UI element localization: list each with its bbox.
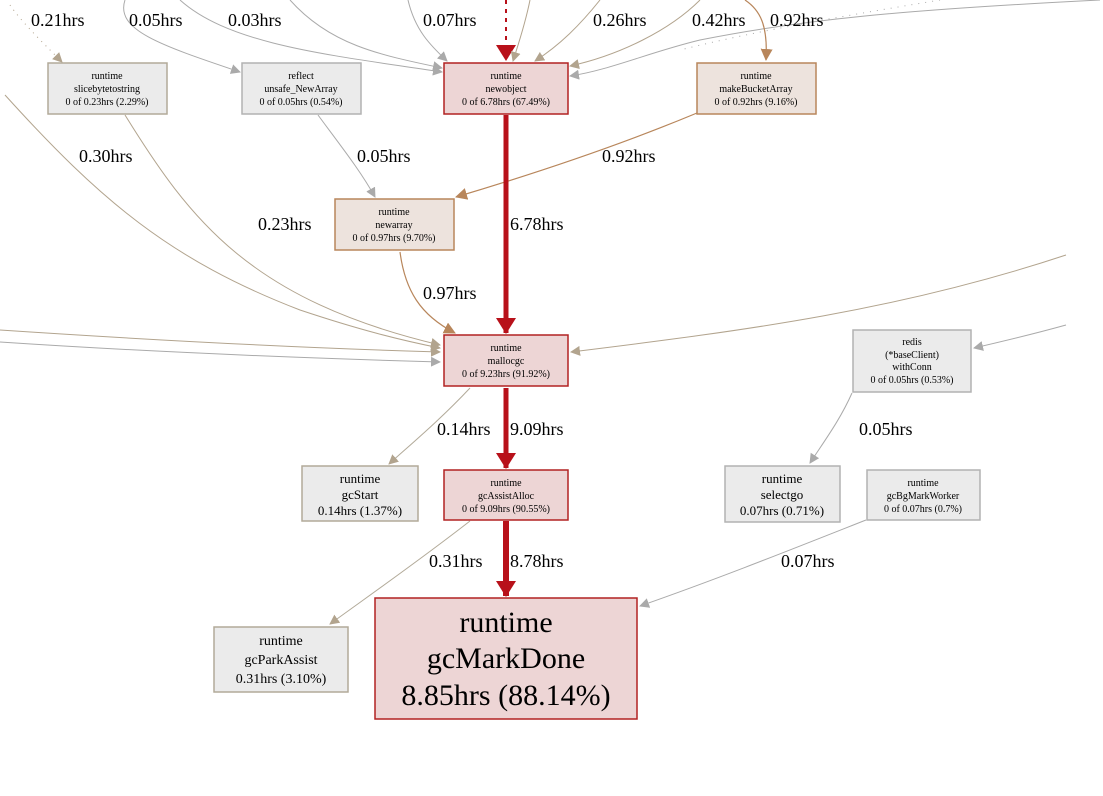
edge-right-withconn	[973, 324, 1067, 351]
edge-label: 0.92hrs	[602, 146, 656, 166]
edge-label: 0.07hrs	[423, 10, 477, 30]
edge-label: 9.09hrs	[510, 419, 564, 439]
node-slicebytetostring[interactable]: runtime slicebytetostring 0 of 0.23hrs (…	[47, 62, 168, 115]
edge-top-newobject-a2	[289, 0, 443, 72]
node-package: runtime	[490, 71, 522, 82]
edge-label: 0.42hrs	[692, 10, 746, 30]
node-package: runtime	[459, 606, 552, 639]
edge-top-newobject-tan1	[510, 0, 531, 62]
node-package: runtime	[378, 207, 410, 218]
node-stat: 0 of 0.05hrs (0.53%)	[870, 375, 953, 386]
edge-label: 0.05hrs	[357, 146, 411, 166]
node-stat: 0.07hrs (0.71%)	[740, 503, 824, 518]
node-function: gcAssistAlloc	[478, 491, 535, 502]
node-function: newobject	[485, 84, 526, 95]
node-package: runtime	[490, 343, 522, 354]
node-stat: 0 of 0.07hrs (0.7%)	[884, 504, 962, 515]
node-gcmarkdone[interactable]: runtime gcMarkDone 8.85hrs (88.14%)	[374, 597, 638, 720]
node-package: reflect	[288, 71, 314, 82]
node-gcbgmarkworker[interactable]: runtime gcBgMarkWorker 0 of 0.07hrs (0.7…	[866, 469, 981, 521]
edge-left-mallocgc-3	[0, 341, 441, 367]
edge-left-mallocgc-2	[0, 329, 441, 357]
edge-right-mallocgc	[570, 254, 1067, 356]
node-package: runtime	[762, 471, 803, 486]
edge-top-unsafe-newarray	[123, 0, 241, 74]
edge-top-newobject-e	[569, 0, 1101, 80]
node-stat: 8.85hrs (88.14%)	[401, 679, 610, 712]
node-stat: 0.14hrs (1.37%)	[318, 503, 402, 518]
edge-label: 0.05hrs	[129, 10, 183, 30]
edge-gcbgmarkworker-gcmarkdone	[639, 519, 867, 608]
node-package: runtime	[259, 634, 303, 649]
node-makebucketarray[interactable]: runtime makeBucketArray 0 of 0.92hrs (9.…	[696, 62, 817, 115]
edge-top-newobject-a	[179, 0, 443, 76]
node-stat: 0 of 6.78hrs (67.49%)	[462, 97, 550, 108]
edge-label: 0.14hrs	[437, 419, 491, 439]
edge-gcassistalloc-gcparkassist	[329, 520, 471, 625]
node-withconn[interactable]: redis (*baseClient) withConn 0 of 0.05hr…	[852, 329, 972, 393]
node-function: withConn	[892, 362, 931, 373]
node-gcstart[interactable]: runtime gcStart 0.14hrs (1.37%)	[301, 465, 419, 522]
node-function: slicebytetostring	[74, 84, 140, 95]
node-function: (*baseClient)	[885, 350, 939, 361]
node-mallocgc[interactable]: runtime mallocgc 0 of 9.23hrs (91.92%)	[443, 334, 569, 387]
edge-label: 0.92hrs	[770, 10, 824, 30]
node-package: runtime	[740, 71, 772, 82]
edge-label: 6.78hrs	[510, 214, 564, 234]
node-stat: 0 of 9.23hrs (91.92%)	[462, 369, 550, 380]
edge-label: 0.31hrs	[429, 551, 483, 571]
edge-label: 0.26hrs	[593, 10, 647, 30]
edge-top-newobject-d	[569, 0, 701, 69]
edge-top-makebucketarray	[744, 0, 773, 61]
node-unsafe-newarray[interactable]: reflect unsafe_NewArray 0 of 0.05hrs (0.…	[241, 62, 362, 115]
edge-withconn-selectgo	[809, 392, 853, 464]
node-newarray[interactable]: runtime newarray 0 of 0.97hrs (9.70%)	[334, 198, 455, 251]
edge-top-newobject-c	[534, 0, 601, 62]
edge-label: 0.07hrs	[781, 551, 835, 571]
edge-makebucketarray-newarray	[455, 112, 698, 200]
edge-label: 0.23hrs	[258, 214, 312, 234]
edge-unsafe-newarray-newarray	[317, 114, 376, 198]
edge-label: 0.05hrs	[859, 419, 913, 439]
node-function: unsafe_NewArray	[264, 84, 337, 95]
node-gcassistalloc[interactable]: runtime gcAssistAlloc 0 of 9.09hrs (90.5…	[443, 469, 569, 521]
node-stat: 0.31hrs (3.10%)	[236, 672, 327, 687]
node-package: runtime	[340, 471, 381, 486]
node-function: newarray	[375, 220, 412, 231]
node-newobject[interactable]: runtime newobject 0 of 6.78hrs (67.49%)	[443, 62, 569, 115]
node-package: runtime	[907, 478, 939, 489]
node-function: gcStart	[342, 487, 379, 502]
edge-label: 8.78hrs	[510, 551, 564, 571]
node-stat: 0 of 0.97hrs (9.70%)	[352, 233, 435, 244]
node-stat: 0 of 0.05hrs (0.54%)	[259, 97, 342, 108]
edge-slicebytetostring-mallocgc	[124, 114, 441, 348]
edge-label: 0.30hrs	[79, 146, 133, 166]
edge-label: 0.03hrs	[228, 10, 282, 30]
edge-top-newobject-b	[407, 0, 448, 62]
edge-mallocgc-gcstart	[388, 387, 471, 465]
node-package: redis	[902, 337, 922, 348]
node-package: runtime	[490, 478, 522, 489]
node-stat: 0 of 9.09hrs (90.55%)	[462, 504, 550, 515]
node-function: gcBgMarkWorker	[887, 491, 960, 502]
node-gcparkassist[interactable]: runtime gcParkAssist 0.31hrs (3.10%)	[213, 626, 349, 693]
node-function: gcMarkDone	[427, 642, 585, 675]
node-selectgo[interactable]: runtime selectgo 0.07hrs (0.71%)	[724, 465, 841, 523]
node-package: runtime	[91, 71, 123, 82]
edge-label: 0.21hrs	[31, 10, 85, 30]
node-stat: 0 of 0.23hrs (2.29%)	[65, 97, 148, 108]
node-function: makeBucketArray	[719, 84, 792, 95]
node-stat: 0 of 0.92hrs (9.16%)	[714, 97, 797, 108]
node-function: gcParkAssist	[244, 653, 317, 668]
edge-newarray-mallocgc	[399, 251, 456, 334]
edge-label: 0.97hrs	[423, 283, 477, 303]
edge-left-mallocgc	[4, 94, 441, 352]
node-function: mallocgc	[488, 356, 525, 367]
node-function: selectgo	[761, 487, 804, 502]
